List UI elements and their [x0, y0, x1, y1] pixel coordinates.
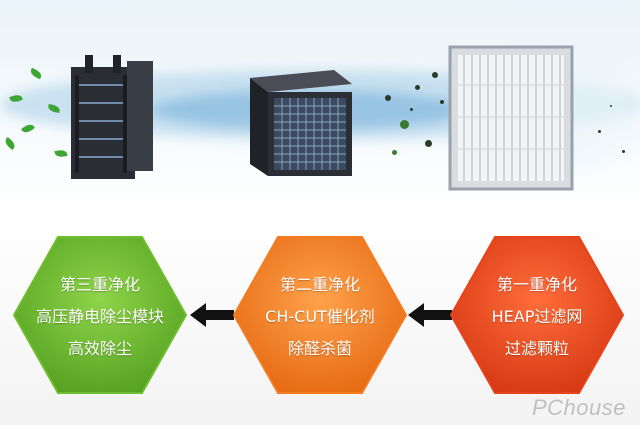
catalyst-filter-icon: [242, 60, 357, 180]
particle-dot: [622, 150, 625, 153]
stage-second-effect: 除醛杀菌: [230, 339, 410, 359]
particle-dot: [440, 100, 444, 104]
particle-dot: [410, 108, 413, 111]
stage-third-title: 第三重净化: [10, 275, 190, 295]
stage-second-component: CH-CUT催化剂: [230, 307, 410, 327]
leaf-icon: [21, 122, 35, 135]
particle-dot: [392, 150, 397, 155]
stage-third-component: 高压静电除尘模块: [10, 307, 190, 327]
particle-dot: [432, 72, 438, 78]
particle-dot: [598, 130, 601, 133]
stage-first-hexagon: 第一重净化 HEAP过滤网 过滤颗粒: [447, 235, 627, 395]
leaf-icon: [29, 68, 43, 79]
stage-third-hexagon: 第三重净化 高压静电除尘模块 高效除尘: [10, 235, 190, 395]
stage-second-hexagon: 第二重净化 CH-CUT催化剂 除醛杀菌: [230, 235, 410, 395]
particle-dot: [425, 140, 432, 147]
arrow-left-icon: [190, 303, 234, 327]
arrow-left-icon: [408, 303, 452, 327]
electrostatic-module-icon: [65, 55, 155, 185]
stage-first-title: 第一重净化: [447, 275, 627, 295]
stage-third-effect: 高效除尘: [10, 339, 190, 359]
hepa-filter-icon: [448, 45, 578, 195]
particle-dot: [610, 105, 612, 107]
purification-stages: 第三重净化 高压静电除尘模块 高效除尘 第二重净化 CH-CUT催化剂 除醛杀菌: [0, 215, 640, 425]
leaf-icon: [3, 137, 17, 150]
watermark: PChouse: [532, 395, 626, 421]
filter-illustration: [0, 0, 640, 215]
particle-dot: [415, 85, 420, 90]
stage-second-title: 第二重净化: [230, 275, 410, 295]
particle-dot: [385, 95, 391, 101]
stage-first-effect: 过滤颗粒: [447, 339, 627, 359]
particle-dot: [400, 120, 409, 129]
stage-first-component: HEAP过滤网: [447, 307, 627, 327]
